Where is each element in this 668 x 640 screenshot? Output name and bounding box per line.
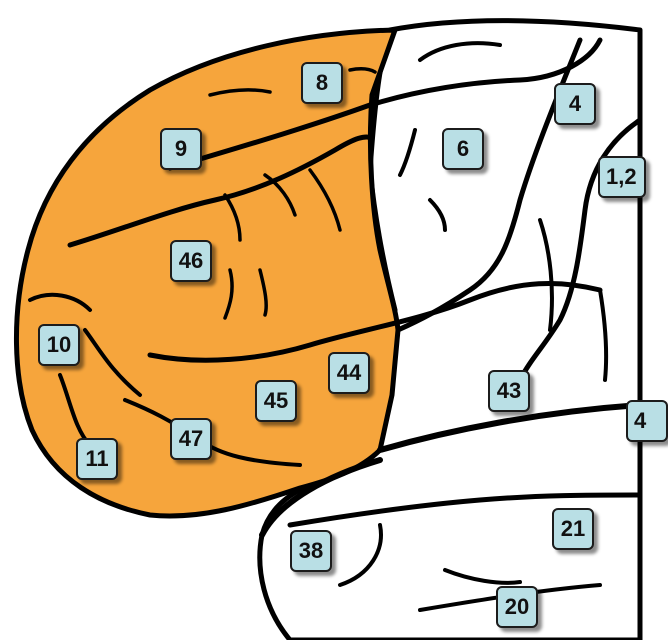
brodmann-area-38-label: 38 xyxy=(290,530,332,572)
brodmann-area-6-label: 6 xyxy=(442,128,484,170)
frontal-pole-sulci xyxy=(28,292,302,467)
inferior-frontal-sulcus xyxy=(67,134,375,248)
brodmann-area-43-label: 43 xyxy=(488,370,530,412)
superior-temporal-sulcus xyxy=(287,492,643,528)
brodmann-area-47-label: 47 xyxy=(170,418,212,460)
brodmann-area-9-label: 9 xyxy=(160,128,202,170)
superior-frontal-sulcus xyxy=(167,37,603,171)
brodmann-area-8-label: 8 xyxy=(301,62,343,104)
brodmann-area-11-label: 11 xyxy=(76,438,118,480)
brodmann-area-44-label: 44 xyxy=(328,352,370,394)
brodmann-area-4-partial-label: 4 xyxy=(626,400,668,442)
brodmann-area-45-label: 45 xyxy=(255,380,297,422)
postcentral-sulcus xyxy=(517,117,643,383)
brodmann-area-10-label: 10 xyxy=(38,324,80,366)
short-frontal-sulci xyxy=(208,66,377,320)
brodmann-area-21-label: 21 xyxy=(552,508,594,550)
brodmann-area-1-2-label: 1,2 xyxy=(598,156,646,198)
brodmann-area-4-label: 4 xyxy=(554,83,596,125)
premotor-sulci xyxy=(398,41,609,382)
lateral-fissure xyxy=(147,280,603,363)
brodmann-area-20-label: 20 xyxy=(496,586,538,628)
brodmann-area-46-label: 46 xyxy=(170,240,212,282)
temporal-lobe-outline xyxy=(259,402,643,538)
